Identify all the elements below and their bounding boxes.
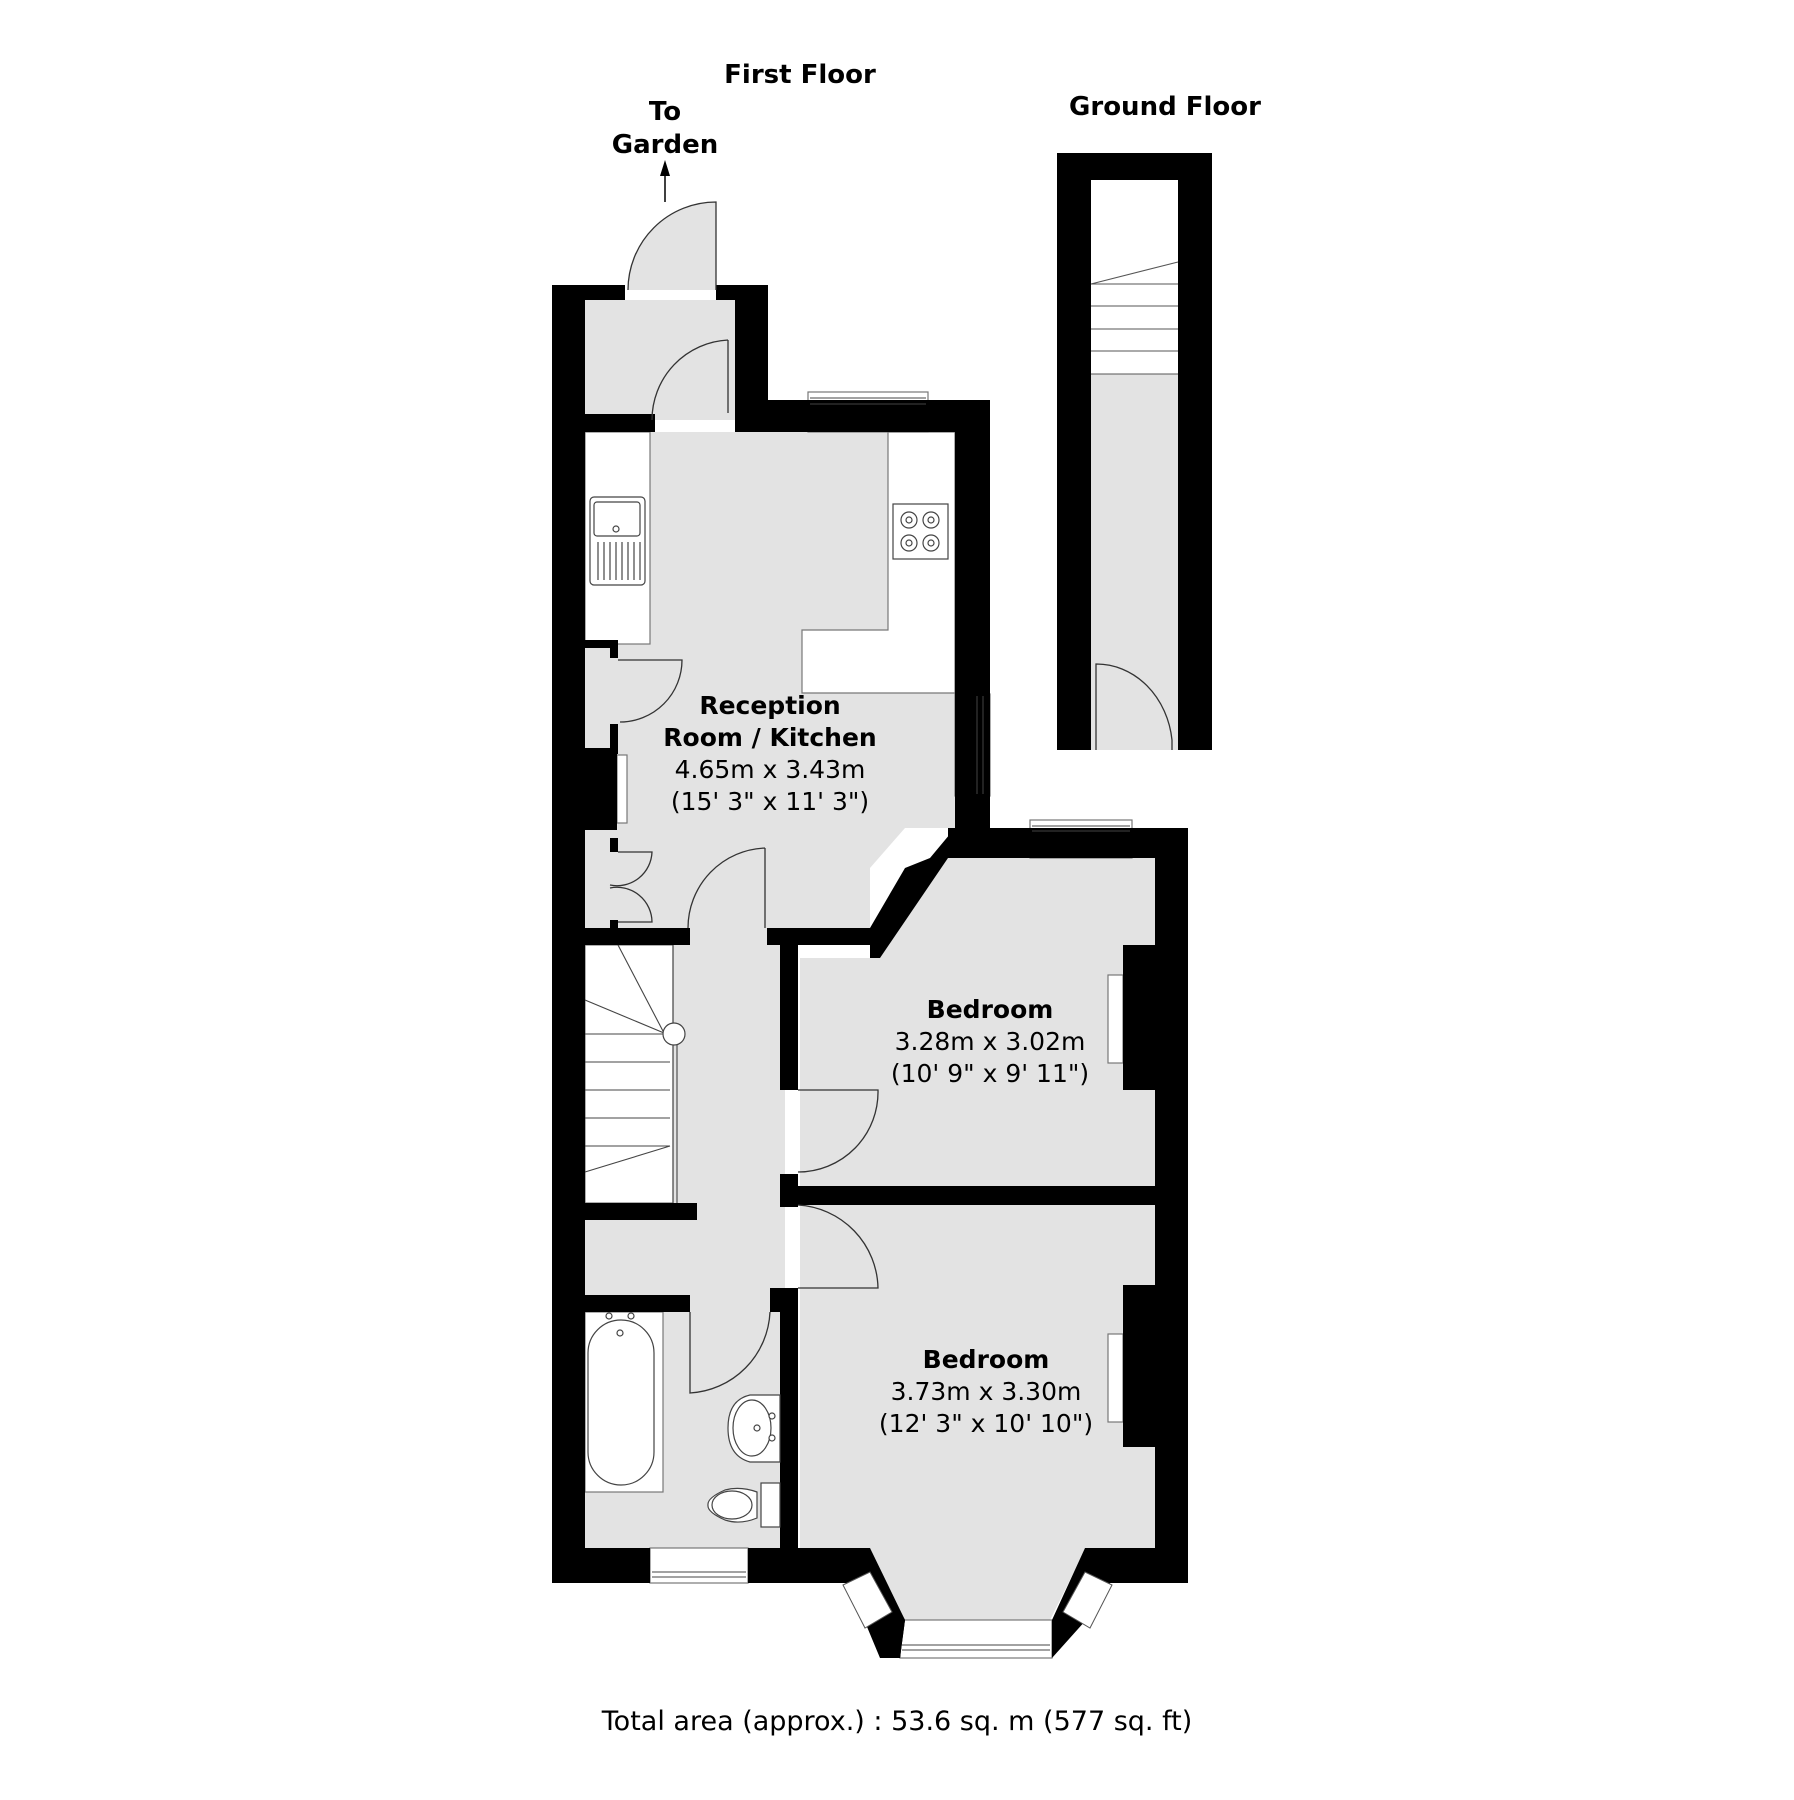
front-door-swing <box>1095 663 1173 750</box>
bathroom-window <box>649 1547 749 1584</box>
total-area: Total area (approx.) : 53.6 sq. m (577 s… <box>601 1706 1193 1737</box>
wash-basin <box>727 1394 781 1463</box>
bay-window-front <box>899 1619 1053 1659</box>
newel-post <box>662 1022 686 1046</box>
first-floor-stairs <box>584 944 674 1204</box>
toilet <box>707 1482 781 1528</box>
ground-floor-plan <box>1057 153 1212 750</box>
bathtub <box>587 1312 655 1486</box>
bay-side-windows <box>842 1571 1113 1629</box>
stair-treads <box>584 944 678 1203</box>
room-bedroom-1: Bedroom 3.28m x 3.02m (10' 9" x 9' 11") <box>890 995 1090 1088</box>
hob <box>892 503 949 560</box>
kitchen-sink <box>589 496 646 586</box>
ground-floor-title: Ground Floor <box>1069 92 1261 122</box>
ground-floor-stair-treads <box>1090 261 1179 375</box>
window-lines <box>652 397 1130 1651</box>
first-floor-plan <box>552 160 1188 1659</box>
garden-arrow-icon <box>660 160 670 202</box>
room-reception-kitchen: Reception Room / Kitchen 4.65m x 3.43m (… <box>663 691 877 816</box>
to-garden-label: To Garden <box>611 97 719 160</box>
first-floor-title: First Floor <box>724 60 876 90</box>
door-swings <box>609 201 879 1394</box>
room-bedroom-2: Bedroom 3.73m x 3.30m (12' 3" x 10' 10") <box>878 1345 1094 1438</box>
